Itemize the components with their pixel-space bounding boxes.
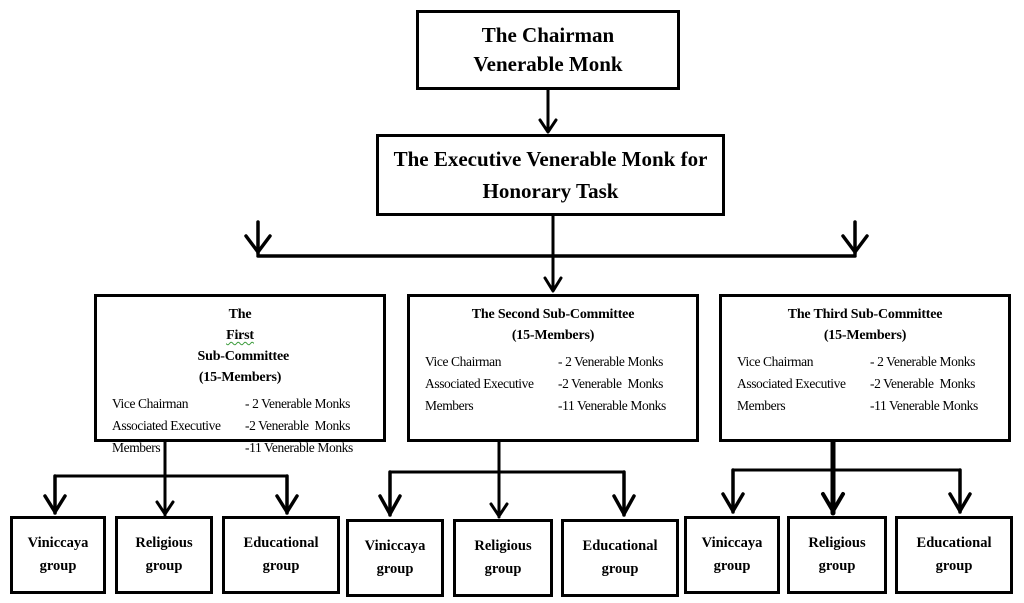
- row-vice-chairman: Vice Chairman- 2 Venerable Monks: [737, 354, 976, 369]
- title-first-word: First: [226, 328, 254, 343]
- first-subcommittee-box: The First Sub-Committee (15-Members) Vic…: [94, 294, 386, 455]
- title-text: The Third Sub-Committee: [787, 307, 943, 322]
- executive-box: The Executive Venerable Monk for Honorar…: [376, 134, 725, 216]
- row-vice-chairman: Vice Chairman- 2 Venerable Monks: [112, 396, 351, 411]
- executive-line1: The Executive Venerable Monk for: [393, 147, 708, 171]
- chairman-line1: The Chairman: [481, 23, 615, 47]
- executive-line2: Honorary Task: [482, 179, 619, 203]
- row-members: Members-11 Venerable Monks: [737, 398, 978, 413]
- row-members: Members-11 Venerable Monks: [425, 398, 666, 413]
- title-pre: The: [228, 307, 252, 322]
- first-subcommittee-title: The First Sub-Committee (15-Members): [97, 304, 383, 388]
- row-members: Members-11 Venerable Monks: [112, 440, 353, 455]
- chairman-line2: Venerable Monk: [473, 52, 623, 76]
- title-text: The Second Sub-Committee: [471, 307, 635, 322]
- arrowhead-exec: [538, 118, 558, 134]
- row-associated-executive: Associated Executive-2 Venerable Monks: [112, 418, 351, 433]
- second-subcommittee-box: The Second Sub-Committee (15-Members) Vi…: [407, 294, 699, 442]
- row-associated-executive: Associated Executive-2 Venerable Monks: [425, 376, 664, 391]
- left-arrowhead: [244, 234, 272, 254]
- members-count: (15-Members): [198, 370, 282, 385]
- right-arrowhead: [841, 234, 869, 254]
- chairman-box: The Chairman Venerable Monk: [416, 10, 680, 90]
- members-count: (15-Members): [511, 328, 595, 343]
- members-count: (15-Members): [823, 328, 907, 343]
- third-subcommittee-box: The Third Sub-Committee (15-Members) Vic…: [719, 294, 1011, 442]
- second-subcommittee-title: The Second Sub-Committee (15-Members): [410, 304, 696, 346]
- row-vice-chairman: Vice Chairman- 2 Venerable Monks: [425, 354, 664, 369]
- title-post: Sub-Committee: [190, 349, 290, 364]
- third-subcommittee-title: The Third Sub-Committee (15-Members): [722, 304, 1008, 346]
- center-arrowhead: [543, 276, 563, 293]
- row-associated-executive: Associated Executive-2 Venerable Monks: [737, 376, 976, 391]
